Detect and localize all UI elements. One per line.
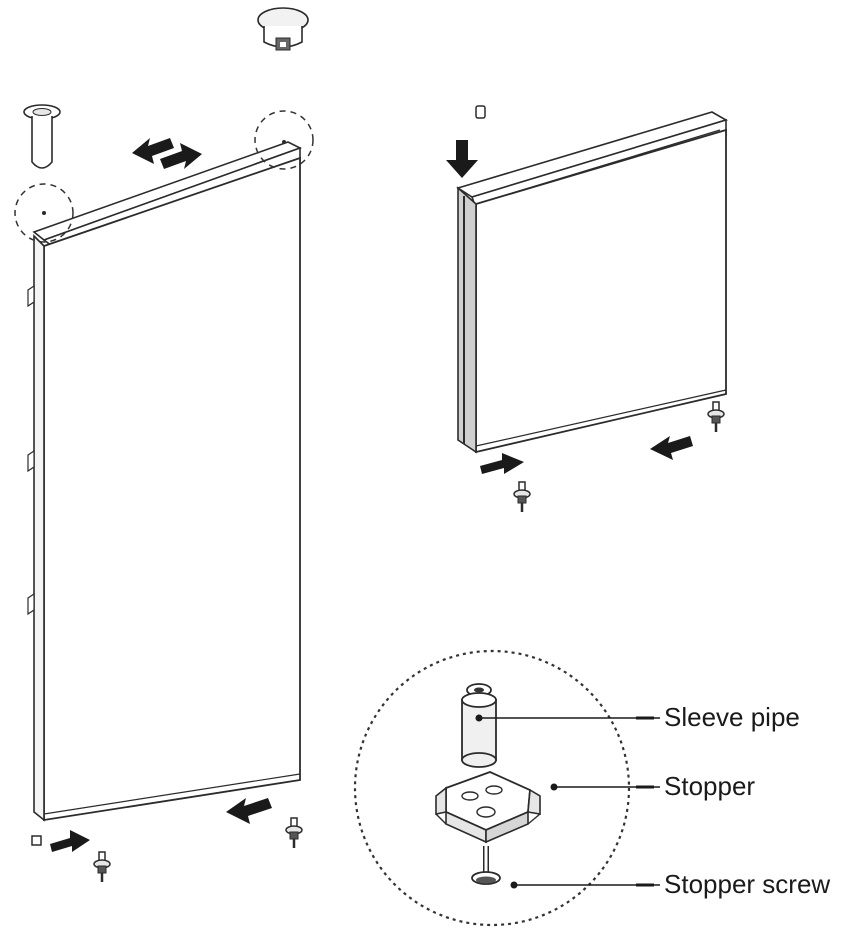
right-hinge-hole-dot	[282, 140, 286, 144]
swap-arrows	[132, 138, 202, 169]
move-arrow-right	[50, 830, 90, 852]
stopper-screw-icon	[512, 480, 532, 514]
left-hinge-hole-circle	[14, 183, 74, 243]
detail-sleeve-pipe	[461, 683, 497, 768]
callout-leaders	[475, 714, 660, 889]
stopper-label: Stopper	[664, 771, 756, 801]
insert-arrow-down	[446, 140, 478, 178]
detail-circle	[353, 649, 631, 927]
stopper-screw-icon	[284, 816, 304, 850]
left-door	[27, 141, 303, 822]
hinge-cap-icon	[257, 7, 309, 51]
detail-stopper	[435, 771, 541, 844]
stopper-screw-icon	[92, 850, 112, 884]
move-arrow-left	[226, 798, 272, 824]
left-hinge-hole-dot	[42, 211, 46, 215]
hole-cover-icon	[31, 835, 42, 846]
right-door	[456, 111, 729, 454]
move-arrow-right	[480, 453, 524, 474]
sleeve-pipe-icon	[23, 104, 61, 169]
sleeve-pipe-label: Sleeve pipe	[664, 702, 800, 732]
pin-icon	[475, 105, 486, 119]
right-hinge-hole-circle	[254, 110, 314, 170]
stopper-screw-icon	[706, 400, 726, 434]
stopper-screw-label: Stopper screw	[664, 869, 831, 899]
detail-stopper-screw	[471, 846, 501, 885]
move-arrow-left	[650, 436, 693, 460]
